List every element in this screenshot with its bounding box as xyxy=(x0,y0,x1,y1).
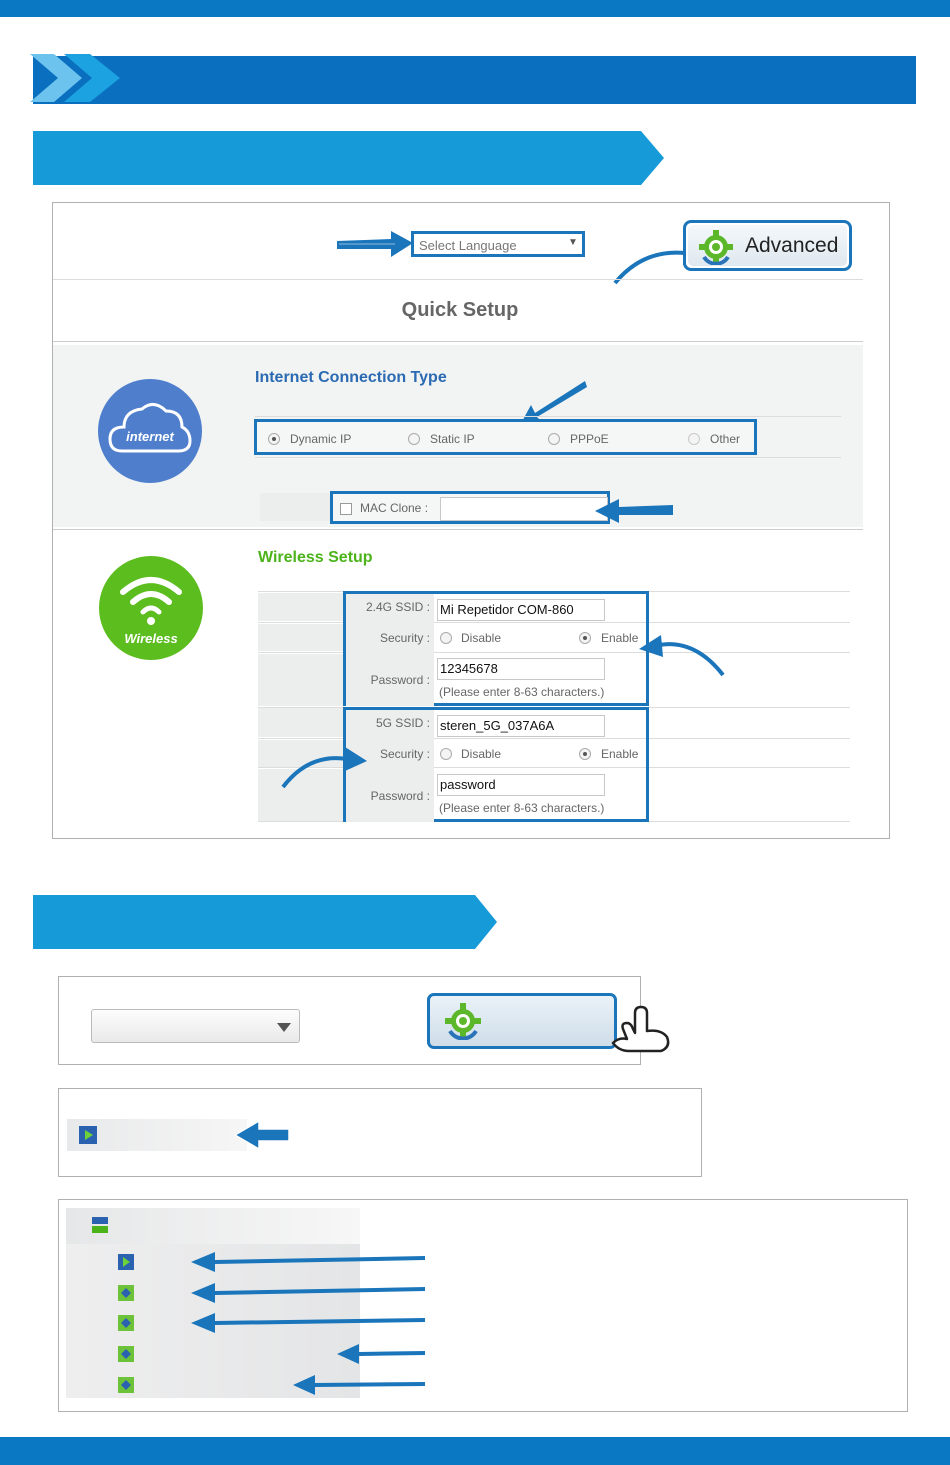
curved-arrow-left-icon xyxy=(639,635,725,677)
menu-item[interactable] xyxy=(67,1119,247,1151)
advanced-access-panel xyxy=(58,976,670,1065)
arrow-left-icon xyxy=(233,1119,290,1151)
wireless-icon: Wireless xyxy=(99,556,203,660)
ssid-24-label: 2.4G SSID : xyxy=(365,600,430,614)
submenu-item-icon[interactable] xyxy=(118,1285,134,1301)
submenu-item-icon[interactable] xyxy=(118,1377,134,1393)
radio-disable-24[interactable] xyxy=(440,632,452,644)
radio-enable-24[interactable] xyxy=(579,632,591,644)
arrow-right-icon xyxy=(337,231,413,257)
password-24-input[interactable]: 12345678 xyxy=(437,658,605,680)
expanded-menu-panel xyxy=(58,1199,908,1412)
security-24-label: Security : xyxy=(379,631,430,645)
pointer-arrows xyxy=(191,1252,425,1395)
band-24-group: 2.4G SSID : Mi Repetidor COM-860 Securit… xyxy=(343,591,649,706)
language-select-label: Select Language xyxy=(419,238,517,253)
chevron-down-icon: ▼ xyxy=(568,237,578,248)
password-5-label: Password : xyxy=(370,789,430,803)
section-tag-2 xyxy=(33,895,497,949)
cloud-icon xyxy=(108,403,192,453)
radio-dynamic-ip[interactable] xyxy=(268,433,280,445)
mac-clone-label: MAC Clone : xyxy=(360,501,429,515)
enable-5-label: Enable xyxy=(601,747,639,761)
option-static-ip-label: Static IP xyxy=(430,432,475,446)
arrow-down-left-icon xyxy=(519,381,587,427)
security-5-label: Security : xyxy=(379,747,430,761)
password-24-hint: (Please enter 8-63 characters.) xyxy=(439,685,605,699)
radio-static-ip[interactable] xyxy=(408,433,420,445)
wireless-icon-label: Wireless xyxy=(124,631,178,646)
chevron-down-icon xyxy=(277,1023,291,1032)
radio-disable-5[interactable] xyxy=(440,748,452,760)
password-5-input[interactable]: password xyxy=(437,774,605,796)
advanced-button-label: Advanced xyxy=(745,234,839,257)
enable-24-label: Enable xyxy=(601,631,639,645)
ssid-5-input[interactable]: steren_5G_037A6A xyxy=(437,715,605,737)
band-5-group: 5G SSID : steren_5G_037A6A Security : Di… xyxy=(343,707,649,822)
menu-group-header[interactable] xyxy=(66,1208,360,1244)
radio-enable-5[interactable] xyxy=(579,748,591,760)
pointing-hand-icon xyxy=(611,1005,670,1053)
internet-icon: internet xyxy=(98,379,202,483)
curved-arrow-right-icon xyxy=(281,747,367,789)
internet-icon-label: internet xyxy=(126,429,174,444)
diamond-icon xyxy=(121,1288,131,1298)
disable-24-label: Disable xyxy=(461,631,502,645)
mac-clone-group: MAC Clone : xyxy=(330,491,610,524)
option-pppoe-label: PPPoE xyxy=(570,432,609,446)
disable-5-label: Disable xyxy=(461,747,502,761)
bottom-bar xyxy=(0,1437,950,1465)
menu-panel xyxy=(58,1088,702,1177)
language-dropdown[interactable] xyxy=(91,1009,300,1043)
option-dynamic-ip-label: Dynamic IP xyxy=(290,432,352,446)
submenu-item-icon[interactable] xyxy=(118,1254,134,1270)
diamond-icon xyxy=(121,1380,131,1390)
diamond-icon xyxy=(121,1349,131,1359)
advanced-button-large[interactable] xyxy=(427,993,617,1049)
wireless-section-title: Wireless Setup xyxy=(258,549,373,566)
router-setup-screenshot: Select Language ▼ Advanced Quick Setup xyxy=(52,202,890,839)
ssid-24-input[interactable]: Mi Repetidor COM-860 xyxy=(437,599,605,621)
radio-other[interactable] xyxy=(688,433,700,445)
mac-clone-input[interactable] xyxy=(440,497,608,521)
menu-tree xyxy=(66,1208,360,1398)
connection-type-group: Dynamic IP Static IP PPPoE Other xyxy=(254,419,757,455)
advanced-button[interactable]: Advanced xyxy=(683,220,852,271)
password-5-hint: (Please enter 8-63 characters.) xyxy=(439,801,605,815)
ssid-5-label: 5G SSID : xyxy=(375,716,430,730)
gear-icon xyxy=(699,230,733,265)
language-select[interactable]: Select Language ▼ xyxy=(411,231,585,257)
page-title: Quick Setup xyxy=(401,299,519,321)
diamond-icon xyxy=(121,1318,131,1328)
section-tag-1 xyxy=(33,131,664,185)
expand-arrow-icon xyxy=(79,1126,97,1144)
submenu-item-icon[interactable] xyxy=(118,1315,134,1331)
collapse-icon xyxy=(92,1217,108,1233)
gear-icon xyxy=(445,1003,481,1040)
wifi-icon xyxy=(120,577,182,625)
radio-pppoe[interactable] xyxy=(548,433,560,445)
mac-clone-checkbox[interactable] xyxy=(340,503,352,515)
double-chevron-icon xyxy=(30,54,120,102)
submenu-item-icon[interactable] xyxy=(118,1346,134,1362)
header-band xyxy=(33,56,916,104)
password-24-label: Password : xyxy=(370,673,430,687)
top-bar xyxy=(0,0,950,17)
internet-section-title: Internet Connection Type xyxy=(255,369,447,386)
arrow-left-icon xyxy=(595,499,673,523)
option-other-label: Other xyxy=(710,432,741,446)
play-arrow-icon xyxy=(123,1257,130,1267)
